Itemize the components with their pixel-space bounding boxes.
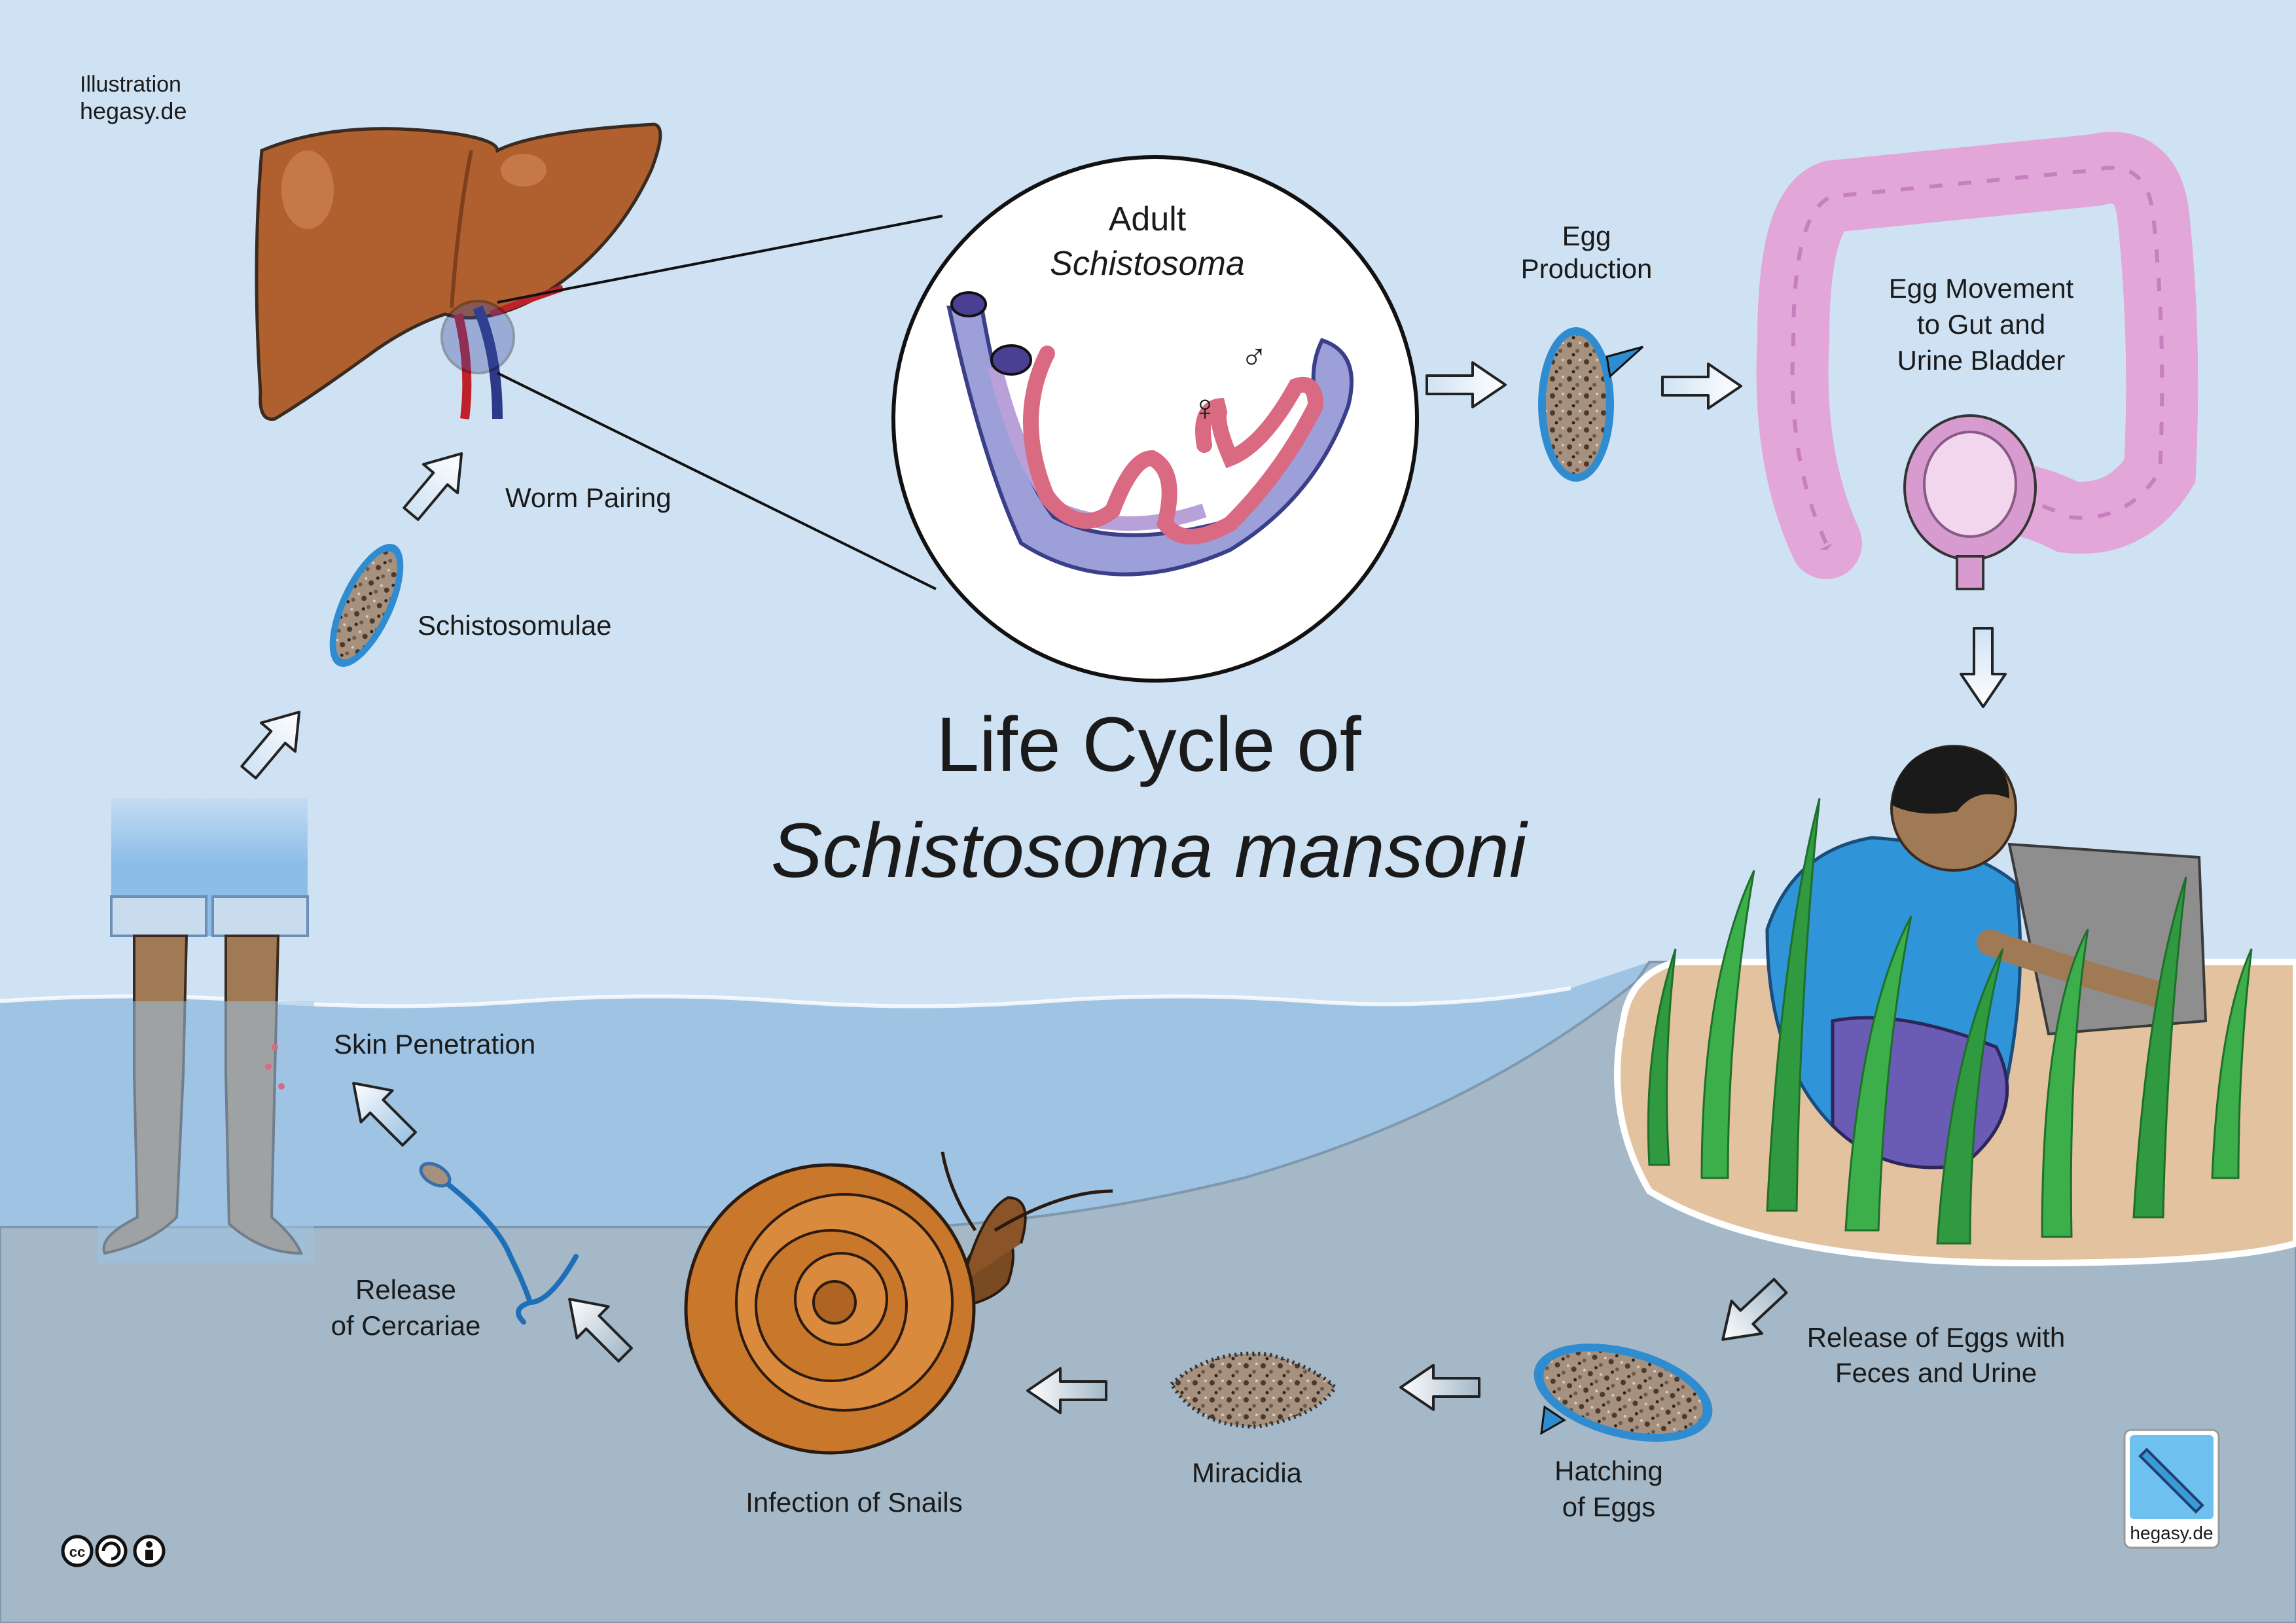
zoom-line-top xyxy=(497,215,943,304)
male-symbol: ♂ xyxy=(1240,334,1268,376)
schistosomulae-organism xyxy=(329,544,404,667)
pen-icon xyxy=(2138,1448,2204,1514)
schistosomulae-label: Schistosomulae xyxy=(418,610,611,641)
female-symbol: ♀ xyxy=(1191,387,1219,428)
title-line1: Life Cycle of xyxy=(936,702,1361,788)
cc-license-icon xyxy=(61,1535,94,1567)
share-alike-icon xyxy=(95,1535,128,1567)
license-icons: cc xyxy=(61,1535,166,1567)
hatching-line2: of Eggs xyxy=(1562,1491,1655,1522)
hatching-line1: Hatching xyxy=(1554,1455,1663,1486)
worm-pairing-label: Worm Pairing xyxy=(505,482,672,513)
release-cercariae-line1: Release xyxy=(355,1274,456,1305)
release-eggs-line2: Feces and Urine xyxy=(1835,1357,2037,1388)
infection-snails-label: Infection of Snails xyxy=(745,1487,963,1518)
snail xyxy=(684,1151,1113,1455)
hegasy-badge: hegasy.de xyxy=(2123,1429,2220,1549)
wading-legs xyxy=(98,785,314,1263)
hatching-egg xyxy=(1534,1343,1713,1442)
adult-schistosoma-zoom: Adult Schistosoma ♂ ♀ xyxy=(891,155,1419,683)
egg-movement-line1: Egg Movement xyxy=(1889,273,2074,304)
svg-text:cc: cc xyxy=(69,1544,85,1560)
release-eggs-line1: Release of Eggs with xyxy=(1807,1322,2066,1353)
liver xyxy=(255,122,662,421)
badge-label: hegasy.de xyxy=(2130,1523,2213,1543)
release-cercariae-line2: of Cercariae xyxy=(331,1310,481,1341)
title-line2: Schistosoma mansoni xyxy=(771,808,1528,894)
skin-penetration-label: Skin Penetration xyxy=(334,1029,535,1060)
egg-movement-line2: to Gut and xyxy=(1917,309,2045,340)
miracidium-organism xyxy=(1169,1351,1338,1429)
credit-line1: Illustration xyxy=(80,72,181,97)
zoom-line-bottom xyxy=(497,372,937,590)
credit-line2: hegasy.de xyxy=(80,98,187,124)
female-worm xyxy=(1023,346,1324,544)
adult-label-line2: Schistosoma xyxy=(1050,245,1245,283)
egg-production-line1: Egg xyxy=(1562,221,1611,251)
grass-reeds xyxy=(1647,798,2253,1245)
cercaria-organism xyxy=(419,1162,579,1325)
egg-production-egg xyxy=(1538,327,1644,482)
miracidia-label: Miracidia xyxy=(1192,1457,1302,1488)
egg-movement-line3: Urine Bladder xyxy=(1897,345,2066,376)
adult-label-line1: Adult xyxy=(1109,200,1187,238)
urine-bladder xyxy=(1903,414,2037,590)
egg-production-line2: Production xyxy=(1521,253,1653,284)
colon xyxy=(1756,132,2198,579)
